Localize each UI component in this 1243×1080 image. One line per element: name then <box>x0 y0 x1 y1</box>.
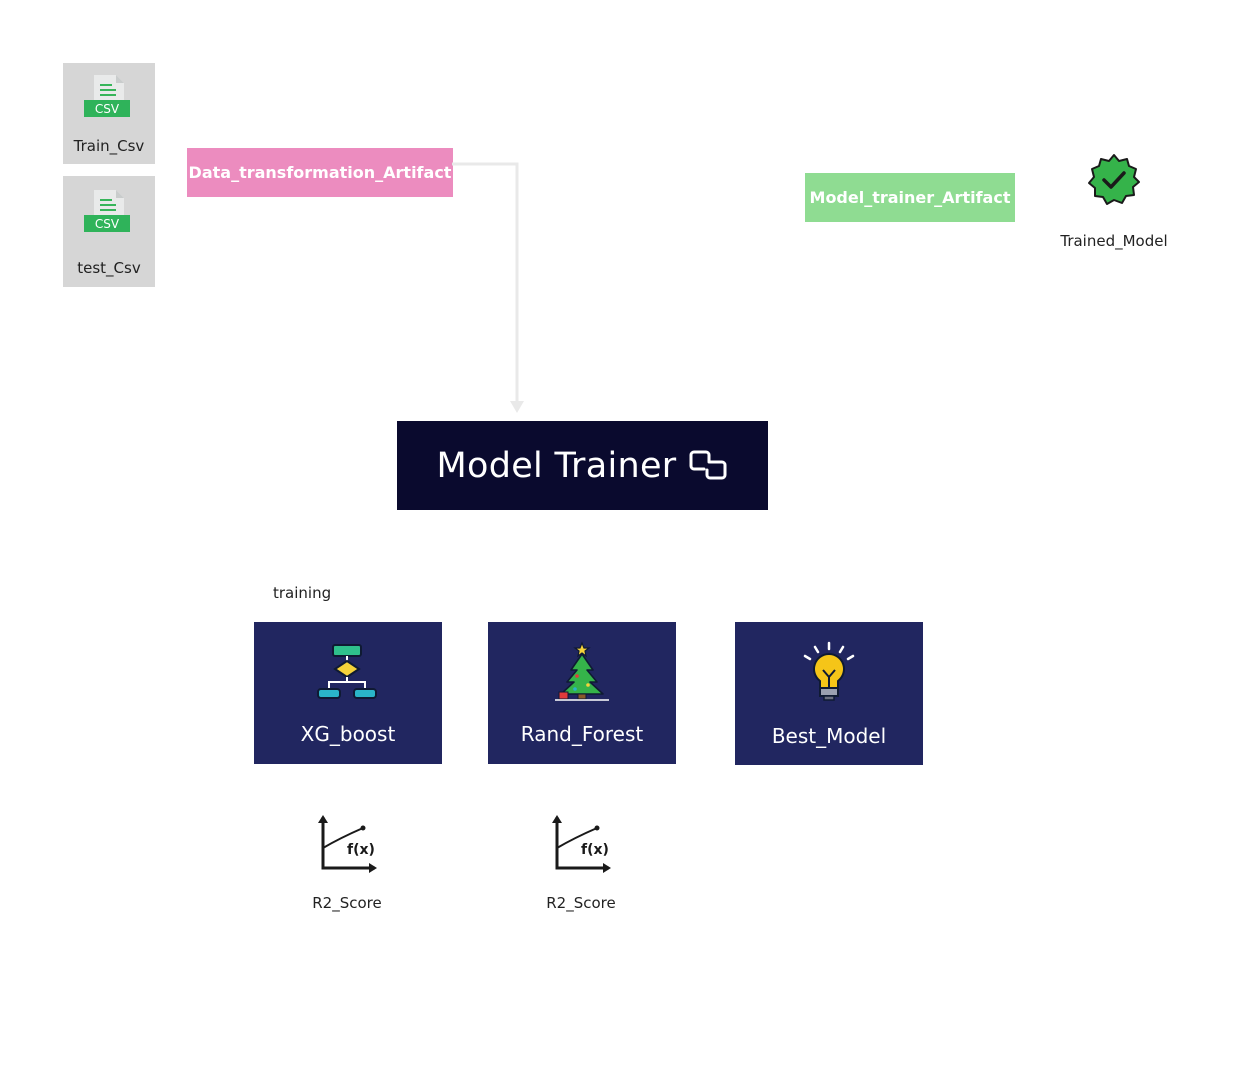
function-graph-icon: f(x) <box>552 815 611 873</box>
svg-text:f(x): f(x) <box>581 842 609 858</box>
model-trainer-artifact-label: Model_trainer_Artifact <box>809 188 1011 207</box>
flowchart-icon <box>317 644 377 699</box>
function-graph-icon: f(x) <box>318 815 377 873</box>
link-icon <box>689 450 726 479</box>
r2-score-label: R2_Score <box>546 894 616 912</box>
model-trainer-title: Model Trainer <box>436 445 677 486</box>
tree-icon <box>555 641 609 701</box>
train-csv-label: Train_Csv <box>73 137 145 155</box>
trained-model-label: Trained_Model <box>1060 232 1168 250</box>
training-label: training <box>273 584 332 602</box>
lightbulb-icon <box>803 641 855 701</box>
train-csv-node[interactable]: CSV Train_Csv <box>63 63 155 164</box>
csv-badge-text: CSV <box>95 102 120 116</box>
verified-badge-icon <box>1088 154 1140 205</box>
r2-score-label: R2_Score <box>312 894 382 912</box>
trained-model-node[interactable]: Trained_Model <box>1050 152 1178 256</box>
csv-file-icon: CSV <box>84 75 130 117</box>
best-model-label: Best_Model <box>771 724 887 748</box>
csv-badge-text: CSV <box>95 217 120 231</box>
data-transformation-artifact[interactable]: Data_transformation_Artifact <box>187 148 453 197</box>
data-transformation-artifact-label: Data_transformation_Artifact <box>188 163 452 182</box>
rand-forest-label: Rand_Forest <box>520 722 644 746</box>
best-model-card[interactable]: Best_Model <box>735 622 923 765</box>
model-trainer-artifact[interactable]: Model_trainer_Artifact <box>805 173 1015 222</box>
xgboost-card[interactable]: XG_boost <box>254 622 442 764</box>
test-csv-node[interactable]: CSV test_Csv <box>63 176 155 287</box>
xgboost-label: XG_boost <box>300 722 396 746</box>
rand-forest-card[interactable]: Rand_Forest <box>488 622 676 764</box>
connector-arrow <box>452 162 524 413</box>
csv-file-icon: CSV <box>84 190 130 232</box>
model-trainer-box[interactable]: Model Trainer <box>397 421 768 510</box>
test-csv-label: test_Csv <box>77 259 141 277</box>
svg-text:f(x): f(x) <box>347 842 375 858</box>
